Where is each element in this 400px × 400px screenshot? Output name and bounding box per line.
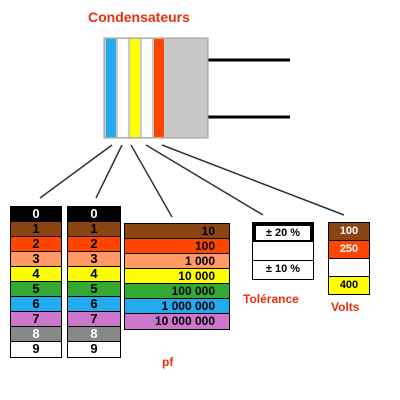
digit1-cell-1: 1 (11, 222, 61, 237)
band-2 (118, 39, 128, 137)
digit2-cell-6: 6 (68, 297, 120, 312)
digit2-cell-3: 3 (68, 252, 120, 267)
connector-tolerance (145, 144, 264, 216)
band-5 (154, 39, 164, 137)
digit2-cell-4: 4 (68, 267, 120, 282)
multiplier-cell-3: 10 000 (125, 269, 229, 284)
connector-digit1 (39, 144, 113, 199)
multiplier-cell-0: 10 (125, 224, 229, 239)
band-3 (130, 39, 140, 137)
tolerance-10: ± 10 % (253, 260, 313, 279)
digit1-cell-0: 0 (11, 207, 61, 222)
tolerance-box: ± 20 % ± 10 % (252, 222, 314, 280)
tolerance-10-label: ± 10 % (265, 263, 301, 275)
digit1-cell-9: 9 (11, 342, 61, 357)
multiplier-cell-1: 100 (125, 239, 229, 254)
digit2-cell-8: 8 (68, 327, 120, 342)
digit1-cell-2: 2 (11, 237, 61, 252)
volts-cell-0: 100 (329, 223, 369, 241)
volts-cell-1: 250 (329, 241, 369, 259)
band-1 (106, 39, 116, 137)
digit1-cell-5: 5 (11, 282, 61, 297)
multiplier-cell-6: 10 000 000 (125, 314, 229, 329)
digit2-cell-1: 1 (68, 222, 120, 237)
volts-label: Volts (331, 300, 360, 314)
tolerance-20: ± 20 % (253, 223, 313, 242)
tolerance-label: Tolérance (243, 292, 299, 306)
digit2-cell-5: 5 (68, 282, 120, 297)
multiplier-cell-2: 1 000 (125, 254, 229, 269)
connector-digit2 (95, 144, 123, 199)
digit1-cell-4: 4 (11, 267, 61, 282)
digit1-cell-3: 3 (11, 252, 61, 267)
multiplier-cell-4: 100 000 (125, 284, 229, 299)
digit2-cell-7: 7 (68, 312, 120, 327)
volts-cell-3: 400 (329, 277, 369, 294)
diagram-title: Condensateurs (88, 9, 190, 25)
digit1-cell-7: 7 (11, 312, 61, 327)
volts-cell-2 (329, 259, 369, 277)
digit1-cell-8: 8 (11, 327, 61, 342)
digit2-cell-0: 0 (68, 207, 120, 222)
digit2-cell-9: 9 (68, 342, 120, 357)
connector-multiplier (130, 144, 173, 218)
digit1-cell-6: 6 (11, 297, 61, 312)
tolerance-20-label: ± 20 % (256, 226, 310, 240)
connector-volts (161, 144, 345, 216)
unit-label: pf (162, 355, 174, 369)
multiplier-cell-5: 1 000 000 (125, 299, 229, 314)
digit2-cell-2: 2 (68, 237, 120, 252)
band-4 (142, 39, 152, 137)
